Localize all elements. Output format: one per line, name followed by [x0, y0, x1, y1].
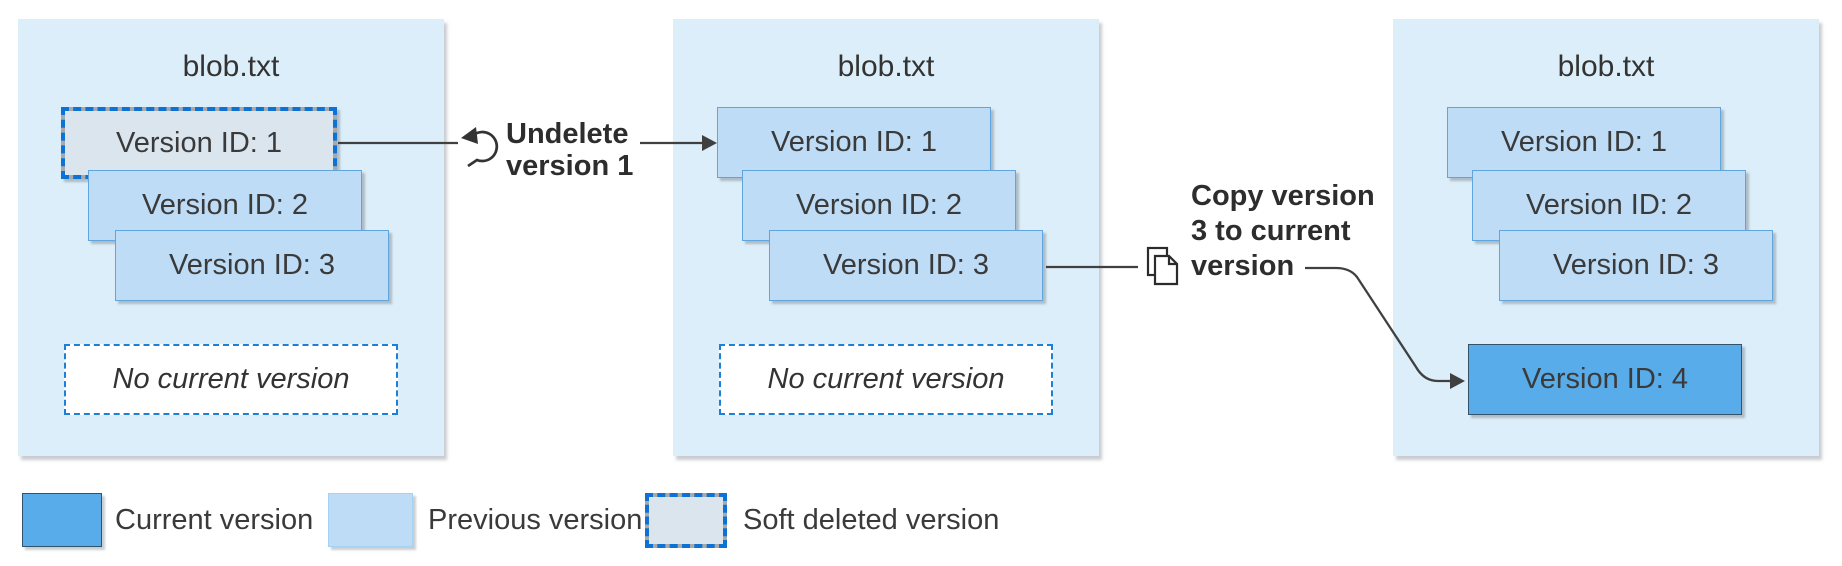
version-box-label: Version ID: 3 — [1552, 249, 1720, 281]
undelete-annotation: Undelete version 1 — [506, 118, 696, 182]
legend-label-current-version: Current version — [115, 503, 314, 536]
version-box-label: Version ID: 3 — [822, 249, 990, 281]
undelete-annotation-line: Undelete — [506, 118, 629, 150]
copy-annotation-line: Copy version — [1191, 180, 1375, 212]
no-current-version-box: No current version — [719, 344, 1053, 415]
version-box-previous: Version ID: 3 — [115, 230, 389, 301]
legend-label-soft-deleted-version: Soft deleted version — [743, 503, 1000, 536]
version-box-soft-deleted: Version ID: 1 — [61, 107, 337, 179]
undelete-annotation-line: version 1 — [506, 150, 634, 182]
legend-swatch-previous-version — [328, 493, 413, 547]
version-box-previous: Version ID: 1 — [717, 107, 991, 178]
version-box-label: Version ID: 2 — [795, 189, 963, 221]
version-box-label: Version ID: 1 — [770, 126, 938, 158]
version-box-previous: Version ID: 2 — [1472, 170, 1746, 241]
copy-annotation-line: 3 to current — [1191, 215, 1351, 247]
no-current-version-box: No current version — [64, 344, 398, 415]
panel-title: blob.txt — [182, 50, 280, 83]
legend-swatch-current-version — [22, 493, 102, 547]
blob-panel-1: blob.txt Version ID: 1 Version ID: 2 Ver… — [18, 19, 444, 456]
version-box-current: Version ID: 4 — [1468, 344, 1742, 415]
copy-icon — [1146, 246, 1179, 286]
no-current-version-label: No current version — [112, 363, 350, 395]
undo-icon — [461, 127, 499, 168]
version-box-previous: Version ID: 1 — [1447, 107, 1721, 178]
version-box-label: Version ID: 1 — [1500, 126, 1668, 158]
version-box-label: Version ID: 3 — [168, 249, 336, 281]
legend-swatch-soft-deleted-version — [645, 493, 727, 548]
version-box-previous: Version ID: 2 — [88, 170, 362, 241]
blob-panel-2: blob.txt Version ID: 1 Version ID: 2 Ver… — [673, 19, 1099, 456]
legend-label-previous-version: Previous version — [428, 503, 643, 536]
copy-annotation: Copy version 3 to current version — [1191, 179, 1391, 284]
version-box-label: Version ID: 2 — [1525, 189, 1693, 221]
no-current-version-label: No current version — [767, 363, 1005, 395]
version-box-label: Version ID: 1 — [115, 126, 283, 159]
version-box-label: Version ID: 4 — [1521, 363, 1689, 395]
version-box-previous: Version ID: 3 — [1499, 230, 1773, 301]
blob-panel-3: blob.txt Version ID: 1 Version ID: 2 Ver… — [1393, 19, 1819, 456]
copy-annotation-line: version — [1191, 250, 1295, 282]
panel-title: blob.txt — [837, 50, 935, 83]
version-box-previous: Version ID: 3 — [769, 230, 1043, 301]
version-box-label: Version ID: 2 — [141, 189, 309, 221]
panel-title: blob.txt — [1557, 50, 1655, 83]
